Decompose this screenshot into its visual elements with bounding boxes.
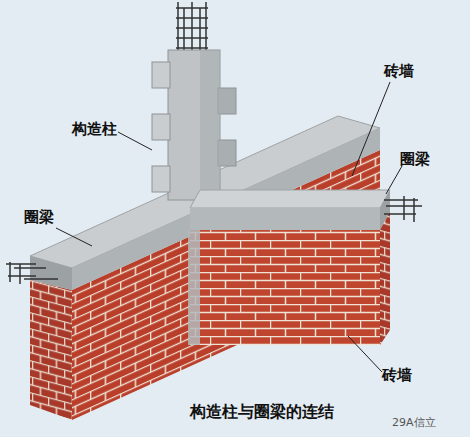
caption: 构造柱与圈梁的连结 — [190, 402, 334, 421]
structural-column — [152, 2, 236, 200]
part-label: 砖墙 — [382, 366, 412, 384]
cross-wall — [188, 190, 422, 345]
leader-lines — [56, 82, 402, 372]
part-label: 构造柱 — [72, 120, 117, 138]
part-label: 砖墙 — [384, 62, 414, 80]
watermark: 29A信立 — [392, 416, 436, 429]
part-label: 圈梁 — [400, 150, 430, 168]
part-label: 圈梁 — [24, 208, 54, 226]
